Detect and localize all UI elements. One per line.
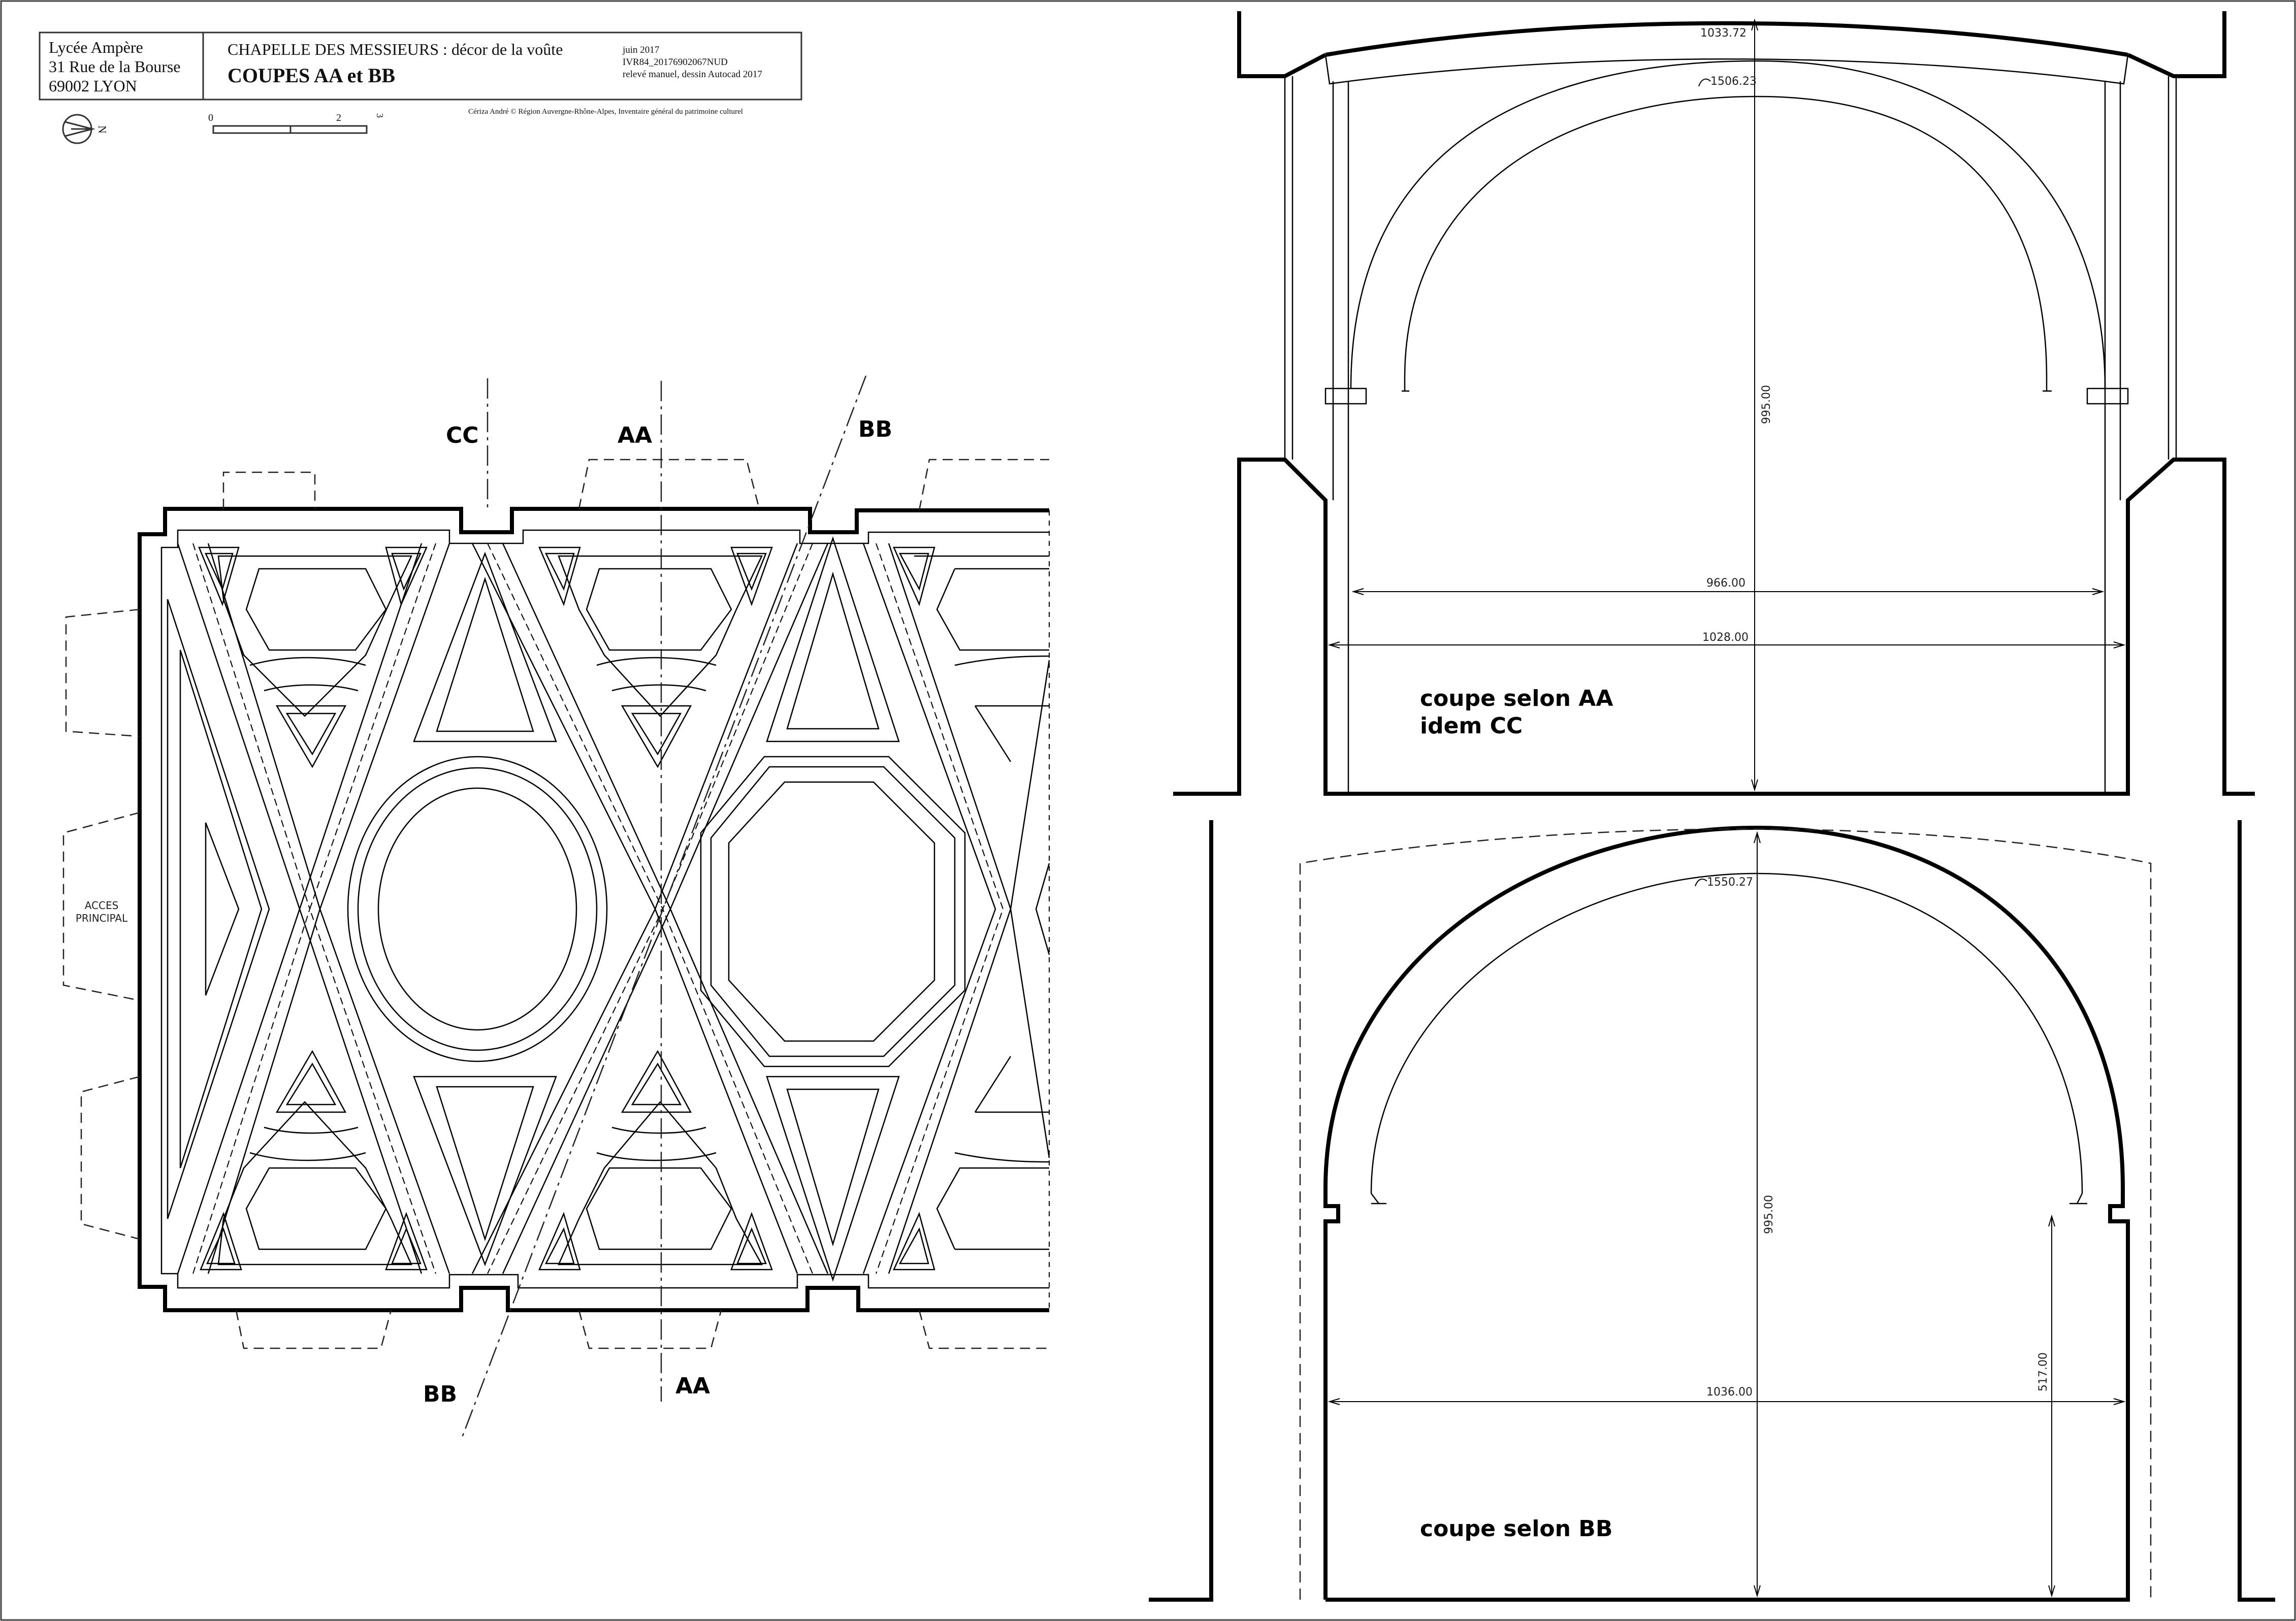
- section-label-aa-bottom: AA: [675, 1373, 710, 1399]
- section-line-bb: [461, 375, 867, 1438]
- subject: CHAPELLE DES MESSIEURS : décor de la voû…: [228, 40, 563, 58]
- bay-3-partial: [893, 546, 1050, 1271]
- section-label-cc: CC: [446, 423, 479, 448]
- north-label: N: [96, 125, 109, 134]
- meta-date: juin 2017: [622, 45, 659, 55]
- north-arrow-icon: [62, 114, 95, 144]
- octagon-bay: [700, 536, 966, 1282]
- section-bb-walls: [1149, 820, 2275, 1602]
- section-label-aa-top: AA: [618, 423, 652, 448]
- entrance-label-1: ACCES: [85, 899, 119, 912]
- address-line-1: Lycée Ampère: [49, 38, 143, 56]
- dim-aa-arc: 1506.23: [1710, 75, 1757, 88]
- octagon-outer: [700, 756, 966, 1067]
- title-block-frame: [39, 31, 802, 101]
- section-label-bb-top: BB: [858, 416, 892, 442]
- plan-inner-outline: [160, 529, 1049, 1289]
- section-bb-dimensions: [1328, 831, 2126, 1598]
- bay-1-panels: [198, 546, 428, 1271]
- dim-aa-height: 995.00: [1760, 385, 1773, 424]
- entrance-label-2: PRINCIPAL: [76, 912, 128, 924]
- section-lines: [461, 375, 867, 1438]
- address-line-2: 31 Rue de la Bourse: [49, 57, 181, 76]
- dim-aa-outer-width: 1028.00: [1702, 631, 1749, 644]
- section-aa-walls: [1173, 11, 2255, 796]
- caption-aa-line-1: coupe selon AA: [1420, 686, 1613, 711]
- ceiling-plan: CC AA BB BB AA ACCES PRINCIPAL: [62, 375, 1050, 1438]
- title-block: Lycée Ampère 31 Rue de la Bourse 69002 L…: [39, 31, 802, 144]
- dim-bb-arc: 1550.27: [1707, 876, 1753, 889]
- diagonal-ribs: [177, 543, 1050, 1274]
- dim-bb-width: 1036.00: [1706, 1386, 1753, 1399]
- center-oval-bay: [347, 552, 608, 1267]
- credit-line: Cériza André © Région Auvergne-Rhône-Alp…: [468, 108, 743, 116]
- diagonal-rib-centerlines: [192, 543, 1004, 1274]
- section-aa-dimensions: [1328, 18, 2126, 792]
- meta-reference: IVR84_20176902067NUD: [623, 57, 728, 68]
- scale-bar: 0 2 3: [208, 112, 385, 134]
- central-oval-inner: [377, 787, 577, 1031]
- dim-aa-inner-width: 966.00: [1706, 577, 1745, 590]
- caption-aa-line-2: idem CC: [1420, 713, 1523, 739]
- section-bb-details: [1370, 872, 2087, 1205]
- section-label-bb-bottom: BB: [423, 1381, 457, 1407]
- section-bb-ghost-vault: [1299, 828, 2152, 1600]
- octagon-inner: [728, 781, 935, 1042]
- section-aa-details: [1284, 54, 2177, 794]
- dim-bb-side-height: 517.00: [2037, 1352, 2050, 1391]
- plan-dashed-openings: [62, 459, 1049, 1349]
- left-side-panels: [167, 599, 270, 1219]
- section-bb: 1550.27 995.00 1036.00 517.00 coupe selo…: [1149, 820, 2275, 1602]
- address-line-3: 69002 LYON: [49, 77, 137, 95]
- scale-label-3: 3: [375, 113, 385, 118]
- section-aa: 1033.72 1506.23 995.00 966.00 1028.00 co…: [1173, 11, 2255, 796]
- dim-aa-top-outer: 1033.72: [1700, 27, 1747, 40]
- caption-bb: coupe selon BB: [1420, 1516, 1612, 1542]
- central-oval-outer: [347, 756, 608, 1062]
- meta-method: relevé manuel, dessin Autocad 2017: [623, 69, 762, 80]
- bay-2-panels: [538, 546, 773, 1271]
- scale-label-0: 0: [208, 112, 213, 123]
- scale-label-2: 2: [336, 112, 341, 123]
- sheet-title: COUPES AA et BB: [228, 64, 395, 87]
- dim-bb-height: 995.00: [1763, 1195, 1775, 1234]
- plan-outer-wall: [138, 507, 1049, 1312]
